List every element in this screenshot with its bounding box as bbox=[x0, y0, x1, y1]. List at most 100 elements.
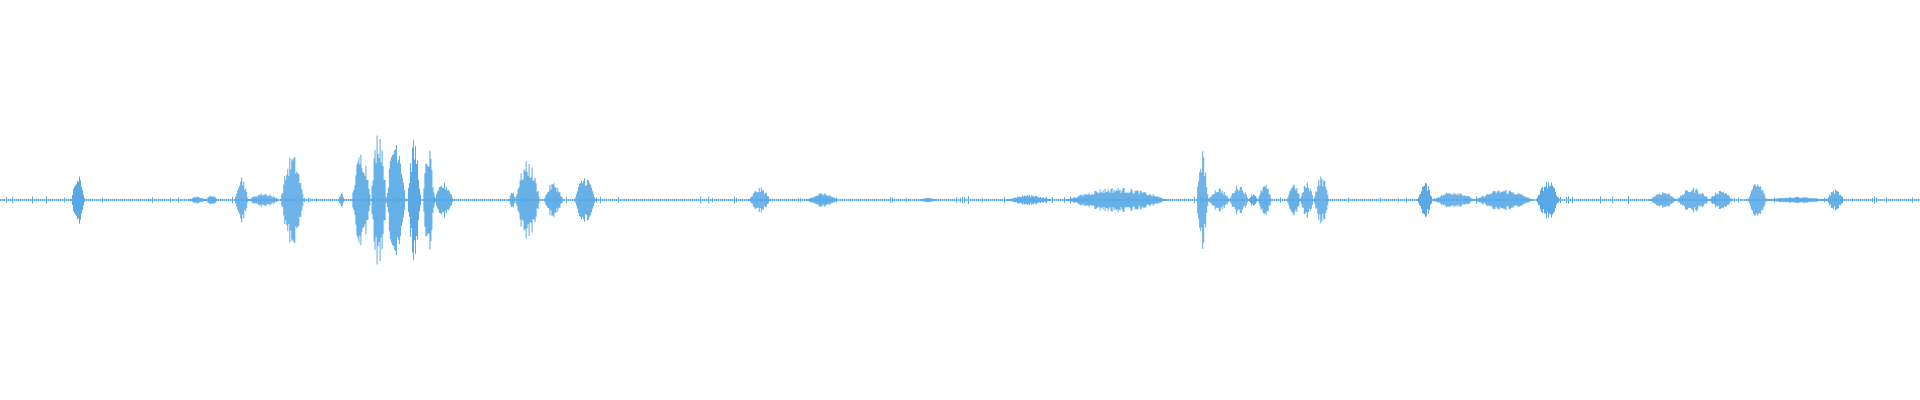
waveform-noise-bar bbox=[796, 199, 797, 201]
waveform-noise-bar bbox=[1868, 199, 1869, 201]
waveform-bar bbox=[424, 173, 426, 227]
waveform-bar bbox=[451, 197, 453, 203]
waveform-bar bbox=[576, 194, 578, 206]
waveform-noise-bar bbox=[542, 199, 543, 201]
waveform-bar bbox=[1557, 197, 1558, 204]
waveform-noise-bar bbox=[332, 199, 333, 201]
waveform-bar bbox=[1204, 176, 1206, 224]
waveform-bar bbox=[1486, 193, 1488, 207]
waveform-bar bbox=[1754, 184, 1756, 216]
waveform-bar bbox=[764, 192, 766, 208]
waveform-bar bbox=[1095, 191, 1097, 209]
waveform-bar bbox=[1667, 194, 1669, 206]
waveform-noise-bar bbox=[1592, 198, 1593, 202]
waveform-noise-bar bbox=[318, 199, 319, 201]
waveform-bar bbox=[1125, 192, 1127, 208]
waveform-noise-bar bbox=[852, 199, 853, 201]
waveform-bar bbox=[1435, 198, 1437, 202]
waveform-bar bbox=[379, 139, 381, 262]
waveform-bar bbox=[1524, 196, 1526, 204]
waveform-noise-bar bbox=[92, 199, 93, 201]
waveform-bar bbox=[1810, 197, 1812, 203]
waveform-noise-bar bbox=[1746, 199, 1747, 201]
waveform-noise-bar bbox=[1396, 199, 1397, 201]
waveform-noise-bar bbox=[118, 199, 119, 201]
waveform-bar bbox=[1504, 190, 1506, 210]
waveform-bar bbox=[1769, 199, 1771, 201]
waveform-bar bbox=[529, 177, 531, 222]
waveform-noise-bar bbox=[1646, 199, 1647, 201]
waveform-bar bbox=[1682, 194, 1684, 206]
waveform-bar bbox=[422, 199, 424, 201]
waveform-bar bbox=[362, 172, 364, 228]
waveform-bar bbox=[1236, 189, 1238, 211]
waveform-bar bbox=[292, 160, 294, 240]
waveform-noise-bar bbox=[58, 199, 59, 201]
waveform-bar bbox=[1473, 199, 1475, 201]
waveform-bar bbox=[1793, 197, 1795, 203]
waveform-bar bbox=[390, 157, 392, 243]
waveform-bar bbox=[1766, 199, 1768, 201]
waveform-bar bbox=[426, 164, 428, 236]
waveform-noise-bar bbox=[406, 199, 407, 201]
waveform-bar bbox=[562, 199, 564, 201]
waveform-bar bbox=[532, 180, 534, 220]
waveform-noise-bar bbox=[1618, 199, 1619, 201]
waveform-noise-bar bbox=[1414, 199, 1415, 201]
waveform-bar bbox=[1304, 186, 1306, 214]
waveform-noise-bar bbox=[482, 199, 483, 201]
waveform-noise-bar bbox=[2, 199, 3, 201]
waveform-noise-bar bbox=[916, 199, 917, 201]
waveform-bar bbox=[1781, 198, 1783, 202]
waveform-noise-bar bbox=[940, 199, 941, 201]
waveform-bar bbox=[1023, 196, 1025, 204]
waveform-noise-bar bbox=[1614, 199, 1615, 201]
waveform-bar bbox=[831, 197, 833, 203]
waveform-noise-bar bbox=[162, 199, 163, 201]
waveform-noise-bar bbox=[172, 199, 173, 201]
waveform-bar bbox=[825, 195, 827, 205]
waveform-noise-bar bbox=[112, 199, 113, 201]
waveform-noise-bar bbox=[690, 199, 691, 201]
waveform-bar bbox=[285, 180, 287, 220]
waveform-bar bbox=[1143, 192, 1145, 208]
waveform-bar bbox=[1509, 190, 1511, 210]
waveform-noise-bar bbox=[666, 199, 667, 201]
waveform-bar bbox=[1747, 199, 1749, 201]
waveform-bar bbox=[299, 183, 301, 217]
waveform-bar bbox=[1816, 198, 1818, 202]
waveform-bar bbox=[1676, 199, 1678, 201]
waveform-bar bbox=[554, 187, 556, 213]
waveform-noise-bar bbox=[168, 199, 169, 201]
waveform-bar bbox=[1217, 192, 1219, 208]
waveform-bar bbox=[1723, 194, 1725, 206]
waveform-bar bbox=[1200, 168, 1202, 232]
waveform-bar bbox=[928, 197, 930, 203]
waveform-bar bbox=[1082, 194, 1084, 206]
waveform-bar bbox=[1422, 186, 1423, 214]
waveform-noise-bar bbox=[604, 199, 605, 201]
waveform-noise-bar bbox=[14, 199, 15, 201]
waveform-noise-bar bbox=[1062, 199, 1063, 201]
waveform-noise-bar bbox=[748, 199, 749, 201]
waveform-noise-bar bbox=[792, 199, 793, 201]
waveform-bar bbox=[1164, 199, 1166, 201]
waveform-bar bbox=[452, 199, 454, 201]
waveform-bar bbox=[1752, 189, 1754, 211]
waveform-bar bbox=[1219, 188, 1221, 212]
waveform-bar bbox=[1163, 199, 1165, 201]
waveform-bar bbox=[575, 197, 577, 203]
waveform-bar bbox=[1248, 199, 1249, 201]
waveform-noise-bar bbox=[56, 199, 57, 201]
waveform-bar bbox=[1537, 197, 1538, 203]
waveform-bar bbox=[1210, 196, 1212, 204]
waveform-bar bbox=[1137, 191, 1139, 209]
waveform-noise-bar bbox=[866, 199, 867, 201]
waveform-noise-bar bbox=[1626, 199, 1627, 201]
waveform-bar bbox=[1218, 188, 1220, 212]
waveform-noise-bar bbox=[596, 197, 597, 203]
waveform-noise-bar bbox=[104, 199, 105, 201]
waveform-bar bbox=[1656, 194, 1658, 206]
waveform-bar bbox=[253, 196, 255, 204]
